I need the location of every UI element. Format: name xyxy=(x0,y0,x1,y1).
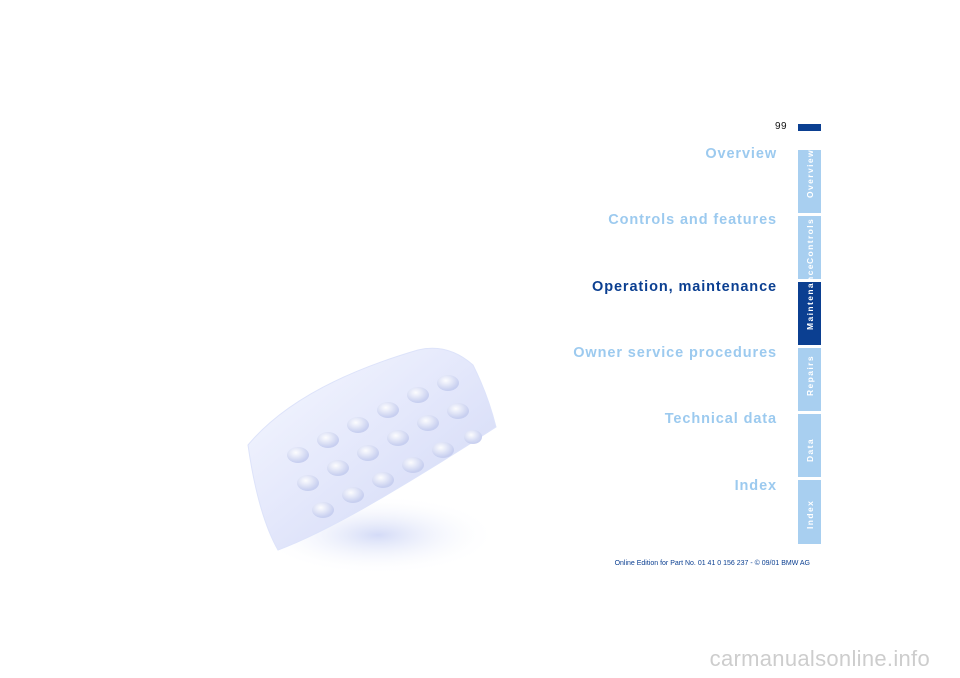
tab-label: Controls xyxy=(804,217,815,264)
chapter-link-data[interactable]: Technical data xyxy=(664,411,777,427)
tab-label: Index xyxy=(804,499,815,529)
page-number: 99 xyxy=(775,121,788,132)
tab-overview[interactable]: Overview xyxy=(798,148,821,213)
chapter-link-maintenance[interactable]: Operation, maintenance xyxy=(592,279,777,295)
tab-repairs[interactable]: Repairs xyxy=(798,348,821,411)
footer-copyright: Online Edition for Part No. 01 41 0 156 … xyxy=(614,560,810,567)
watermark: carmanualsonline.info xyxy=(0,646,960,672)
chapter-link-controls[interactable]: Controls and features xyxy=(608,212,777,228)
tab-controls[interactable]: Controls xyxy=(798,216,821,279)
tab-index[interactable]: Index xyxy=(798,480,821,544)
tab-maintenance[interactable]: Maintenance xyxy=(798,263,821,345)
chapter-link-repairs[interactable]: Owner service procedures xyxy=(573,345,777,361)
sponge-illustration xyxy=(247,347,498,575)
tab-label: Maintenance xyxy=(804,263,815,330)
chapter-link-index[interactable]: Index xyxy=(734,478,777,494)
watermark-text: carmanualsonline.info xyxy=(709,646,930,671)
chapter-link-overview[interactable]: Overview xyxy=(705,146,777,162)
page-marker xyxy=(798,124,821,131)
tab-label: Repairs xyxy=(804,355,815,396)
tab-label: Data xyxy=(804,437,815,462)
tab-label: Overview xyxy=(804,148,815,198)
tab-data[interactable]: Data xyxy=(798,414,821,477)
